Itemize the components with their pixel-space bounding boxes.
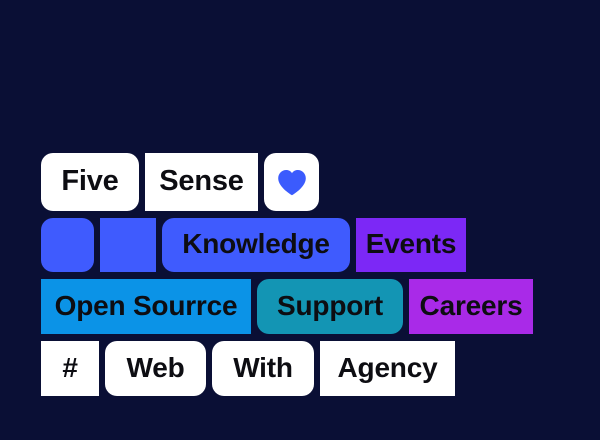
tag-with[interactable]: With: [212, 341, 314, 396]
tag-label: Events: [365, 228, 457, 259]
tag-label: Open Sourrce: [54, 289, 238, 321]
tag-open-sourrce[interactable]: Open Sourrce: [41, 279, 251, 334]
tag-support[interactable]: Support: [257, 279, 403, 334]
tag-label: #: [62, 351, 78, 383]
tag-row: Five Sense: [41, 153, 533, 211]
tag-hash[interactable]: #: [41, 341, 99, 396]
tag-blank[interactable]: [100, 218, 156, 272]
tag-row: # Web With Agency: [41, 341, 533, 396]
tag-label: Knowledge: [182, 228, 330, 259]
tag-label: Five: [61, 164, 119, 197]
tag-knowledge[interactable]: Knowledge: [162, 218, 350, 272]
tag-heart-icon[interactable]: [264, 153, 319, 211]
tag-row: Knowledge Events: [41, 218, 533, 272]
tag-events[interactable]: Events: [356, 218, 466, 272]
tag-sense[interactable]: Sense: [145, 153, 258, 211]
tag-label: Careers: [419, 289, 523, 321]
tag-row: Open Sourrce Support Careers: [41, 279, 533, 334]
tag-label: Sense: [159, 164, 244, 197]
tag-blank[interactable]: [41, 218, 94, 272]
tag-careers[interactable]: Careers: [409, 279, 533, 334]
tag-label: With: [233, 351, 293, 383]
tag-agency[interactable]: Agency: [320, 341, 455, 396]
tag-five[interactable]: Five: [41, 153, 139, 211]
tag-label: Web: [126, 351, 185, 383]
tag-web[interactable]: Web: [105, 341, 206, 396]
tag-label: Agency: [337, 351, 438, 383]
tag-label: Support: [277, 289, 383, 321]
heart-icon: [277, 169, 307, 196]
